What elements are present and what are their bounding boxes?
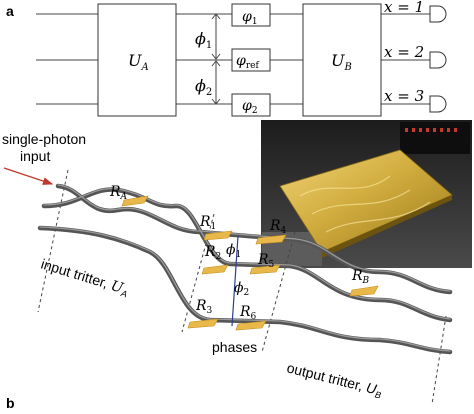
- detector-icon-2: [429, 51, 447, 69]
- R5-label: R5: [257, 252, 275, 270]
- phi-brackets: [211, 13, 221, 105]
- ua-box: [97, 3, 177, 117]
- heater-ra: [121, 195, 149, 207]
- ub-box: [302, 3, 382, 117]
- bracket-upper-arrow-top: [211, 13, 221, 20]
- bracket-lower-arrow-top: [211, 60, 221, 67]
- photo-pins: [405, 128, 457, 132]
- chip-gold-ripples: [299, 175, 431, 233]
- dashed-line-input: [37, 169, 69, 313]
- phi1-label: φ1: [242, 9, 258, 27]
- heater-r6: [235, 320, 267, 331]
- panel-a-label: a: [6, 3, 14, 19]
- input-tritter-label: input tritter, UA: [39, 256, 131, 300]
- R2-label: R2: [204, 244, 221, 262]
- R6-label: R6: [239, 304, 257, 322]
- waveguide-1: [55, 183, 453, 295]
- panel-b: single-photon input RA R1 R4 R2 ϕ1 R5 ϕ2…: [2, 120, 472, 411]
- phi2-box: [231, 93, 271, 117]
- output-label-3: x = 3: [384, 87, 424, 105]
- chip-photo: [261, 120, 472, 268]
- Phi1-b-label: ϕ1: [226, 242, 241, 260]
- input-label-line1: single-photon: [2, 131, 86, 147]
- chip-edge: [322, 195, 452, 258]
- phase-separator: [231, 235, 239, 327]
- Phi2-label: ϕ2: [195, 76, 212, 98]
- heater-r2: [201, 264, 229, 275]
- bracket-upper-arrow-bottom: [211, 53, 221, 60]
- input-label-line2: input: [20, 148, 50, 164]
- heater-r5: [249, 264, 281, 275]
- R4-label: R4: [269, 218, 287, 236]
- output-tritter-label: output tritter, UB: [285, 359, 384, 400]
- RA-label: RA: [109, 184, 128, 202]
- output-label-2: x = 2: [384, 43, 424, 61]
- photo-connector: [400, 122, 470, 154]
- heater-rb: [349, 285, 379, 297]
- Phi2-b-label: ϕ2: [234, 280, 249, 298]
- input-arrow: [3, 167, 54, 185]
- heater-r3: [187, 318, 219, 329]
- phi1-box: [231, 3, 271, 27]
- detector-icon-1: [429, 5, 447, 23]
- phiref-label: φref: [236, 53, 259, 71]
- heater-r4: [255, 234, 287, 245]
- ub-label: UB: [331, 51, 352, 73]
- dashed-line-phase-right: [261, 231, 296, 353]
- bracket-lower-arrow-bottom: [211, 98, 221, 105]
- RB-label: RB: [351, 268, 370, 286]
- Phi1-label: ϕ1: [195, 29, 212, 51]
- phi2-label: φ2: [242, 98, 258, 116]
- R1-label: R1: [199, 214, 216, 232]
- heater-r1: [203, 230, 233, 241]
- phiref-box: [231, 48, 271, 72]
- dashed-line-output: [431, 315, 447, 405]
- panel-a: a UA UB φ1 φref φ2: [6, 0, 447, 117]
- R3-label: R3: [195, 298, 213, 316]
- heaters: [121, 195, 379, 331]
- panel-b-label: b: [6, 395, 15, 411]
- phases-label: phases: [212, 339, 257, 355]
- detector-icon-3: [429, 95, 447, 113]
- ua-label: UA: [128, 51, 149, 73]
- output-label-1: x = 1: [384, 0, 424, 16]
